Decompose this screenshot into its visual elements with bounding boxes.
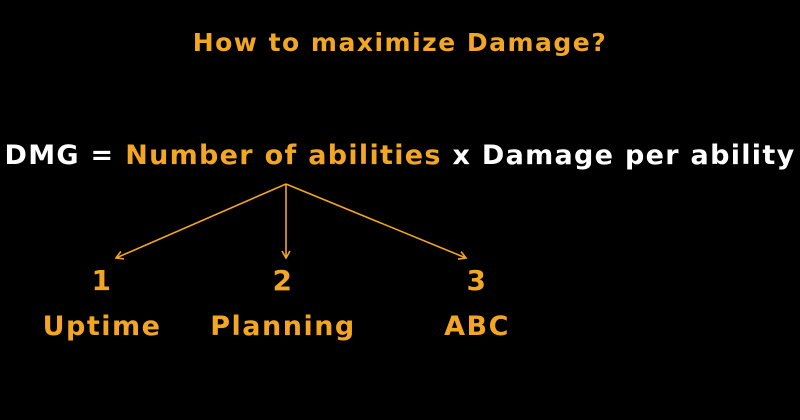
formula-term-number-of-abilities: Number of abilities <box>125 140 442 171</box>
arrow-to-branch-3 <box>285 183 468 260</box>
formula-equals: = <box>79 140 126 171</box>
formula-times: x <box>441 140 482 171</box>
branch-1-number: 1 <box>91 264 113 297</box>
branch-3-number: 3 <box>466 264 488 297</box>
diagram-title: How to maximize Damage? <box>192 28 608 57</box>
formula-lhs: DMG <box>4 140 80 171</box>
formula-term-damage-per-ability: Damage per ability <box>481 140 796 171</box>
arrow-to-branch-1 <box>114 183 287 260</box>
damage-formula: DMG = Number of abilities x Damage per a… <box>0 140 800 171</box>
branch-2-number: 2 <box>272 264 294 297</box>
branch-3-label: ABC <box>444 311 510 342</box>
branch-1-label: Uptime <box>42 311 162 342</box>
branch-2-label: Planning <box>210 311 356 342</box>
